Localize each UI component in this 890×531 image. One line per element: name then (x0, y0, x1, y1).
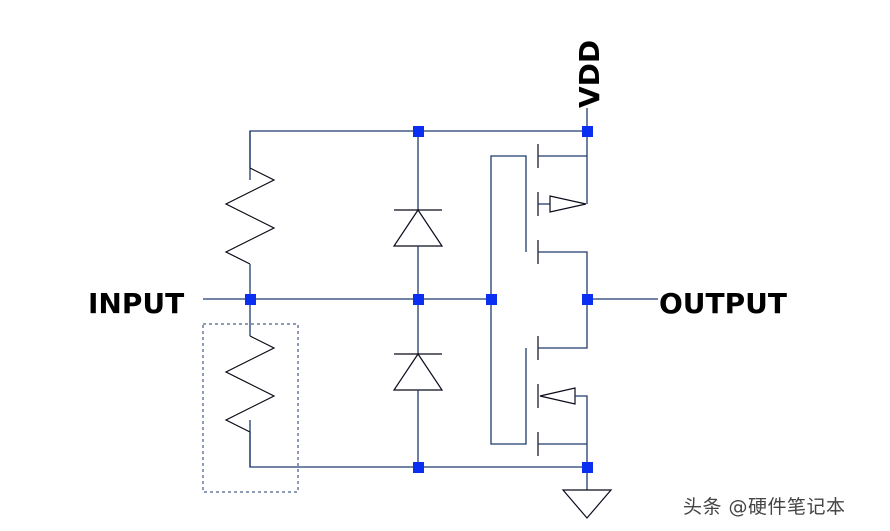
output-label: OUTPUT (659, 287, 787, 320)
ground-icon (561, 489, 613, 519)
pmos-transistor (537, 131, 588, 299)
input-label: INPUT (88, 287, 184, 320)
gate-wire-top (490, 155, 527, 299)
vdd-label: VDD (573, 40, 606, 108)
resistor-r2 (224, 299, 276, 467)
junction-input-diode (413, 294, 424, 305)
watermark: 头条 @硬件笔记本 (683, 496, 846, 518)
resistor-r1 (224, 131, 276, 299)
junction-output (582, 294, 593, 305)
junction-gnd-diode (413, 462, 424, 473)
junction-vdd-diode (413, 126, 424, 137)
gate-wire-bottom (490, 299, 527, 445)
diode-d2 (392, 299, 444, 467)
junction-vdd (582, 126, 593, 137)
junction-input-resistor (245, 294, 256, 305)
nmos-transistor (537, 299, 588, 467)
junction-gate (486, 294, 497, 305)
junction-gnd (582, 462, 593, 473)
diode-d1 (392, 131, 444, 299)
